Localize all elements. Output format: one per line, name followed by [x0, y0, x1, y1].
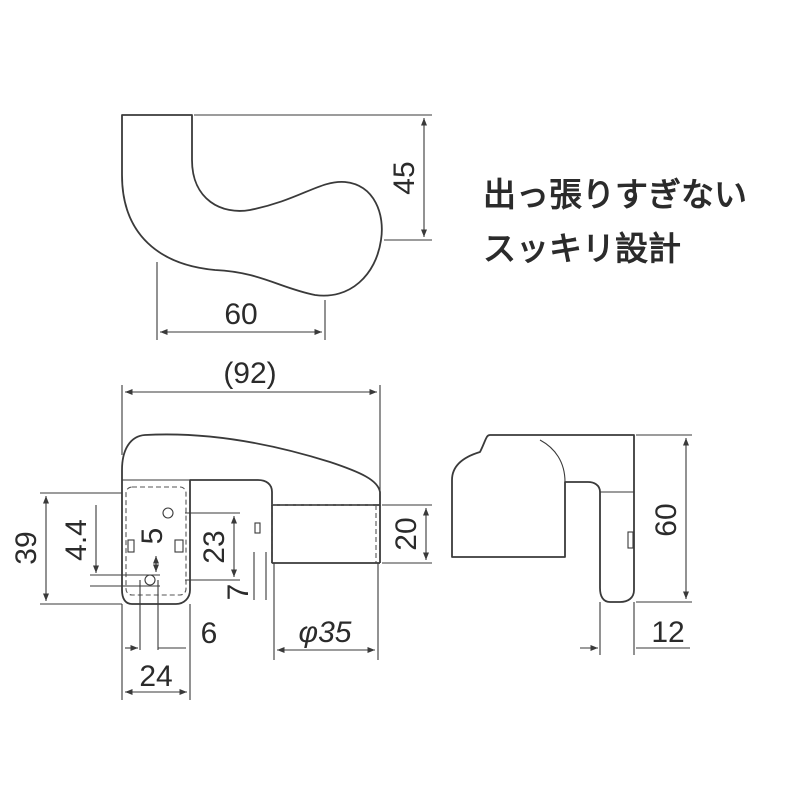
front-view: (92) 39 4.4 5 23	[10, 357, 432, 700]
slot-offset-label: 7	[222, 584, 255, 601]
side-depth-label: 12	[651, 616, 684, 649]
side-height-label: 60	[650, 503, 683, 536]
base-hidden-line	[125, 486, 187, 596]
knob-hidden-line	[271, 504, 377, 564]
top-view-outline	[121, 114, 383, 297]
top-height-label: 45	[388, 161, 421, 194]
side-view-outline	[451, 434, 635, 603]
side-view-mark	[627, 531, 634, 549]
hole-pitch-label: 5	[136, 528, 169, 545]
base-width-label: 24	[139, 660, 172, 693]
side-view: 60 12	[451, 434, 692, 655]
hole-lower	[144, 574, 156, 586]
edge-offset-label: 6	[201, 617, 218, 650]
slot-height-label: 23	[198, 530, 231, 563]
knob-height-label: 20	[390, 517, 423, 550]
top-view: 45 60	[121, 114, 432, 340]
side-view-contour	[539, 439, 566, 483]
hole-offset-label: 4.4	[60, 519, 93, 561]
hole-upper	[162, 507, 174, 519]
caption-line-1: 出っ張りすぎない	[483, 175, 747, 214]
base-height-label: 39	[10, 531, 43, 564]
knob-side-mark	[254, 522, 261, 534]
knob-diameter-label: φ35	[299, 616, 352, 649]
caption-line-2: スッキリ設計	[483, 229, 681, 268]
slot-marker-right	[174, 539, 184, 553]
slot-marker-left	[127, 539, 135, 553]
overall-length-label: (92)	[223, 357, 276, 390]
lever-outline	[121, 433, 381, 605]
top-width-label: 60	[224, 298, 257, 331]
